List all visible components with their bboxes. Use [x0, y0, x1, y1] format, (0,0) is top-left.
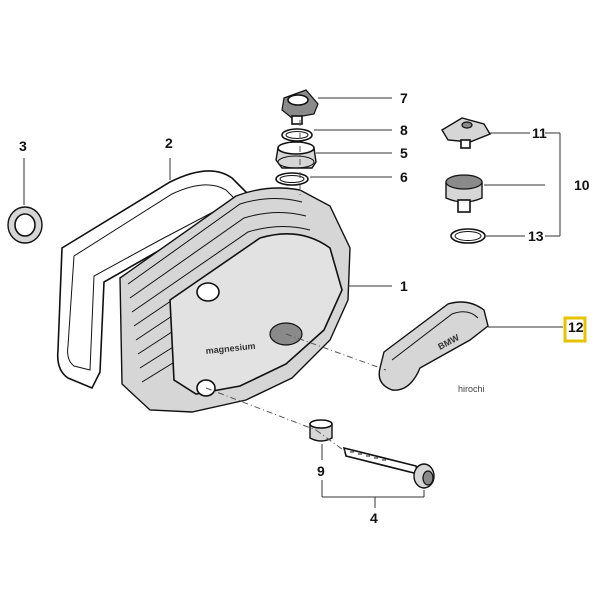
grommet-part-9[interactable]	[309, 419, 333, 442]
callout-13: 13	[528, 228, 544, 244]
callout-7: 7	[400, 90, 408, 106]
callout-6: 6	[400, 169, 408, 185]
callout-10: 10	[574, 177, 590, 193]
callout-labels: 7 8 5 6 1 3 2 11 10 13 12 9 4	[19, 90, 590, 526]
o-ring-part-13[interactable]	[450, 228, 486, 244]
trim-cover-part-12[interactable]: BMW	[378, 301, 489, 391]
callout-5: 5	[400, 145, 408, 161]
watermark-text: hirochi	[458, 384, 485, 394]
plug-assembly-part-10[interactable]	[445, 174, 483, 213]
callout-4: 4	[370, 510, 378, 526]
callout-12: 12	[568, 319, 584, 335]
cylinder-head-cover-part-1[interactable]: magnesium	[119, 187, 351, 413]
callout-11: 11	[532, 125, 547, 141]
callout-2: 2	[165, 135, 173, 151]
callout-9: 9	[317, 463, 325, 479]
callout-8: 8	[400, 122, 408, 138]
cap-part-11[interactable]	[441, 117, 492, 149]
callout-12-highlight	[563, 316, 587, 343]
callout-3: 3	[19, 138, 27, 154]
o-ring-part-8[interactable]	[281, 128, 313, 142]
leader-lines	[23, 97, 563, 508]
seal-ring-part-6[interactable]	[275, 172, 309, 186]
filler-neck-part-5[interactable]	[275, 141, 317, 169]
callout-1: 1	[400, 278, 408, 294]
assembly-centerlines	[205, 120, 387, 453]
bolt-part-4[interactable]	[342, 446, 435, 489]
seal-ring-part-3[interactable]	[7, 206, 43, 244]
oil-filler-plug-part-7[interactable]	[281, 89, 319, 125]
